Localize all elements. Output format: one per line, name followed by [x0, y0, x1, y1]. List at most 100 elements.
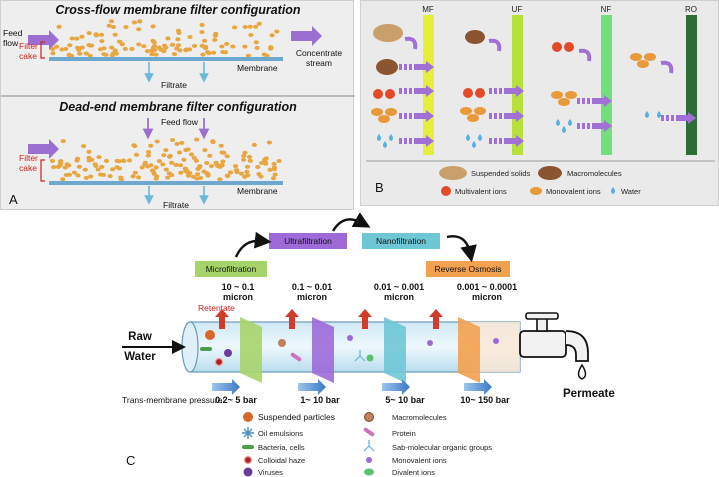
particle: [241, 157, 247, 162]
particle: [79, 34, 85, 39]
ro-label: RO: [685, 5, 697, 14]
colloidal-haze-icon: [243, 455, 253, 465]
monovalent-ion: [551, 91, 563, 99]
legend-divalent-ions: Divalent ions: [392, 468, 435, 477]
particle: [62, 165, 68, 170]
pipe-particles: [200, 330, 499, 367]
particle: [93, 33, 99, 38]
flow-arrow: [504, 85, 524, 97]
particle: [242, 174, 248, 179]
particle: [266, 140, 272, 145]
monovalent-ion: [460, 107, 472, 115]
particle: [245, 53, 251, 58]
cross-flow-feed-arrow: [28, 30, 59, 50]
particle: [175, 37, 181, 42]
particle: [247, 158, 253, 163]
particle: [169, 160, 175, 165]
particle: [181, 157, 187, 162]
particle: [83, 51, 89, 56]
cross-flow-filter-cake-label-1: Filter: [19, 41, 38, 51]
particle: [75, 156, 81, 161]
particle: [88, 174, 94, 179]
particle: [276, 159, 282, 163]
virus-icon: [243, 467, 253, 477]
particle: [132, 170, 138, 175]
legend-macromolecules: Macromolecules: [567, 169, 622, 178]
flow-arrow: [414, 85, 434, 97]
cross-flow-filtrate-label: Filtrate: [161, 80, 187, 90]
particle: [49, 158, 56, 163]
flow-arrow: [414, 61, 434, 73]
particle: [202, 38, 208, 43]
ro-pressure: 10~ 150 bar: [460, 395, 510, 405]
particle: [76, 47, 82, 52]
particle: [255, 165, 261, 169]
legend-suspended-solids: Suspended solids: [471, 169, 530, 178]
cross-flow-feed-label-2: flow: [3, 38, 19, 48]
panel-b-svg: MF UF NF RO Suspended solids Macromolecu…: [366, 5, 715, 196]
particle: [112, 32, 118, 37]
mf-membrane: [240, 317, 262, 383]
particle: [183, 169, 189, 173]
flow-arrow-stripe: [494, 113, 497, 119]
particle: [267, 167, 273, 172]
bacteria-particle: [200, 347, 212, 351]
concentrate-label-2: stream: [306, 58, 332, 68]
particle: [171, 52, 178, 57]
particle: [163, 148, 169, 153]
particle: [67, 43, 73, 48]
flow-arrow-stripe: [499, 138, 502, 144]
panel-a-membrane-configurations: Cross-flow membrane filter configuration…: [0, 0, 355, 210]
particle: [149, 52, 155, 57]
pressure-arrows: [212, 379, 492, 395]
monovalent-ion: [644, 53, 656, 61]
monovalent-ion: [385, 108, 397, 116]
nf-reject-arrow: [578, 48, 592, 62]
monovalent-ion: [637, 60, 649, 68]
retentate-label: Retentate: [198, 303, 235, 313]
suspended-solid-particle: [373, 24, 403, 42]
particle: [271, 165, 277, 170]
particle: [77, 51, 83, 56]
particle: [177, 163, 184, 168]
flow-arrow-stripe: [666, 115, 669, 121]
legend-oil-emulsions: Oil emulsions: [258, 429, 303, 438]
particle: [98, 32, 105, 37]
legend-protein: Protein: [392, 429, 416, 438]
particle: [185, 173, 192, 178]
particle: [212, 37, 218, 42]
cross-flow-filter-cake-label-2: cake: [19, 51, 37, 61]
organic-group: [354, 350, 366, 362]
flow-arrow-stripe: [494, 88, 497, 94]
particle: [96, 155, 102, 160]
monovalent-ion: [371, 108, 383, 116]
suspended-particle-icon: [243, 412, 253, 422]
ro-membrane-bar: [686, 15, 697, 155]
particle: [54, 44, 60, 49]
particle: [123, 25, 129, 30]
panel-b-flow-arrows: [399, 61, 696, 147]
dead-end-filter-cake-bracket: [40, 159, 45, 182]
particle: [117, 39, 123, 44]
arrow-mf-to-uf: [234, 231, 272, 258]
particle: [173, 162, 179, 167]
particle: [101, 46, 107, 51]
particle: [165, 175, 171, 180]
flow-arrow-stripe: [577, 123, 580, 129]
particle: [169, 138, 176, 142]
particle: [199, 30, 205, 35]
legend-suspended-particles: Suspended particles: [258, 412, 335, 422]
particle: [166, 171, 172, 176]
particle: [158, 47, 164, 52]
flow-arrow: [414, 135, 434, 147]
particle: [244, 169, 250, 174]
particle: [246, 154, 253, 159]
ro-size-range: 0.001 ~ 0.0001: [457, 282, 517, 292]
particle: [145, 153, 151, 158]
flow-arrow-stripe: [399, 88, 402, 94]
legend-water-icon: [611, 187, 615, 194]
flow-arrow-stripe: [587, 98, 590, 104]
particle: [161, 153, 167, 158]
particle: [64, 162, 70, 167]
particle: [79, 45, 85, 50]
